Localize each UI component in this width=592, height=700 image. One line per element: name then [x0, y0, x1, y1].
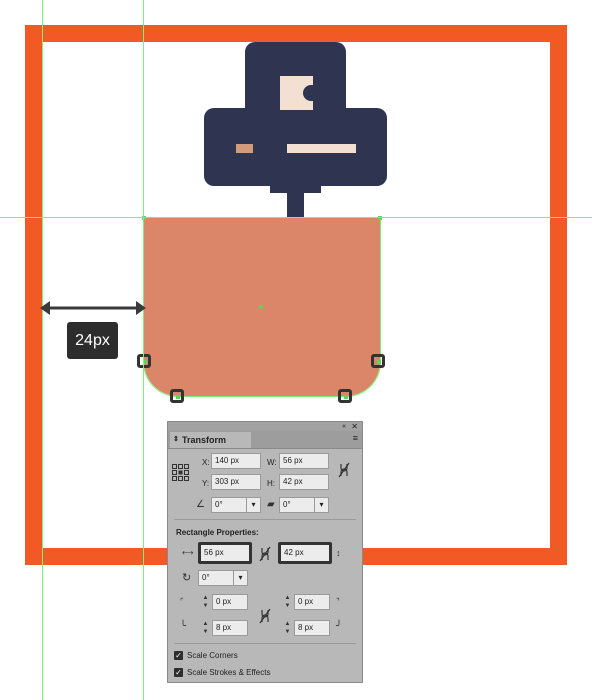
scale-corners-checkbox[interactable]: ✓ — [174, 651, 183, 660]
tab-transform-label: Transform — [182, 435, 227, 445]
anchor-handle-left[interactable] — [137, 354, 151, 368]
h-input[interactable]: 42 px — [279, 474, 329, 490]
rotate-select[interactable]: 0° ▾ — [211, 497, 261, 513]
tab-transform[interactable]: ⇕ Transform — [170, 432, 251, 448]
transform-panel[interactable]: « ✕ ≡ ⇕ Transform X: 140 px W: 56 px Y: … — [167, 421, 363, 683]
guide-vertical-left[interactable] — [42, 0, 43, 700]
corner-tr-input[interactable]: 0 px — [294, 594, 330, 610]
shear-value: 0° — [283, 500, 291, 509]
rect-width-input[interactable]: 56 px — [198, 542, 252, 564]
chevron-down-icon[interactable]: ▾ — [233, 570, 247, 586]
corner-br-icon: ╯ — [336, 621, 343, 632]
corner-tl-icon: ⌜ — [180, 597, 184, 606]
scale-strokes-label: Scale Strokes & Effects — [187, 668, 271, 677]
h-label: H: — [267, 479, 275, 488]
panel-menu-icon[interactable]: ≡ — [352, 433, 358, 443]
corner-tr-icon: ⌝ — [336, 597, 340, 606]
divider — [174, 519, 356, 520]
rectangle-properties-label: Rectangle Properties: — [176, 528, 259, 537]
divider — [174, 643, 356, 644]
corner-point-tl — [142, 216, 146, 220]
x-input[interactable]: 140 px — [211, 453, 261, 469]
stepper-icon[interactable]: ▲▼ — [284, 621, 291, 635]
w-input[interactable]: 56 px — [279, 453, 329, 469]
anchor-handle-bottom-right[interactable] — [338, 389, 352, 403]
measure-label: 24px — [67, 322, 118, 359]
y-label: Y: — [202, 479, 210, 488]
close-icon[interactable]: ✕ — [351, 422, 358, 431]
width-icon: ⟷ — [182, 548, 194, 557]
scale-strokes-checkbox[interactable]: ✓ — [174, 668, 183, 677]
rect-rotation-select[interactable]: 0° ▾ — [198, 570, 248, 586]
stepper-icon[interactable]: ▲▼ — [284, 595, 291, 609]
link-dimensions-icon[interactable] — [259, 546, 271, 562]
measure-arrow — [40, 301, 146, 315]
rect-rotation-value: 0° — [202, 573, 210, 582]
chevron-down-icon[interactable]: ▾ — [246, 497, 260, 513]
plant-detail-bar — [287, 144, 356, 153]
constrain-proportions-icon[interactable] — [338, 462, 350, 478]
plant-highlight-notch — [303, 85, 317, 101]
plant-stem — [287, 190, 304, 218]
guide-vertical-center[interactable] — [143, 0, 144, 700]
stepper-icon[interactable]: ▲▼ — [202, 621, 209, 635]
shear-icon: ▰ — [267, 499, 275, 510]
corner-br-input[interactable]: 8 px — [294, 620, 330, 636]
w-label: W: — [267, 458, 277, 467]
link-corners-icon[interactable] — [259, 608, 271, 624]
corner-tl-input[interactable]: 0 px — [212, 594, 248, 610]
collapse-icon[interactable]: « — [342, 423, 346, 430]
height-icon: ↕ — [336, 548, 341, 558]
stepper-icon[interactable]: ▲▼ — [202, 595, 209, 609]
rotate-angle-icon: ∠ — [196, 499, 205, 510]
guide-horizontal[interactable] — [0, 217, 592, 218]
tab-arrows-icon: ⇕ — [173, 436, 179, 443]
corner-bl-icon: ╰ — [180, 621, 187, 632]
rotate-value: 0° — [215, 500, 223, 509]
plant-base — [270, 180, 321, 193]
x-label: X: — [202, 458, 210, 467]
shear-select[interactable]: 0° ▾ — [279, 497, 329, 513]
rect-height-input[interactable]: 42 px — [278, 542, 332, 564]
reference-point-icon[interactable] — [172, 464, 189, 481]
corner-bl-input[interactable]: 8 px — [212, 620, 248, 636]
panel-top-bar[interactable]: « ✕ — [168, 422, 362, 431]
anchor-handle-bottom-left[interactable] — [170, 389, 184, 403]
corner-point-tr — [378, 216, 382, 220]
rect-rotate-icon: ↻ — [182, 572, 192, 584]
chevron-down-icon[interactable]: ▾ — [314, 497, 328, 513]
y-input[interactable]: 303 px — [211, 474, 261, 490]
pot-center-point — [259, 305, 263, 309]
plant-detail-left — [236, 144, 253, 153]
anchor-handle-right[interactable] — [371, 354, 385, 368]
scale-corners-label: Scale Corners — [187, 651, 238, 660]
